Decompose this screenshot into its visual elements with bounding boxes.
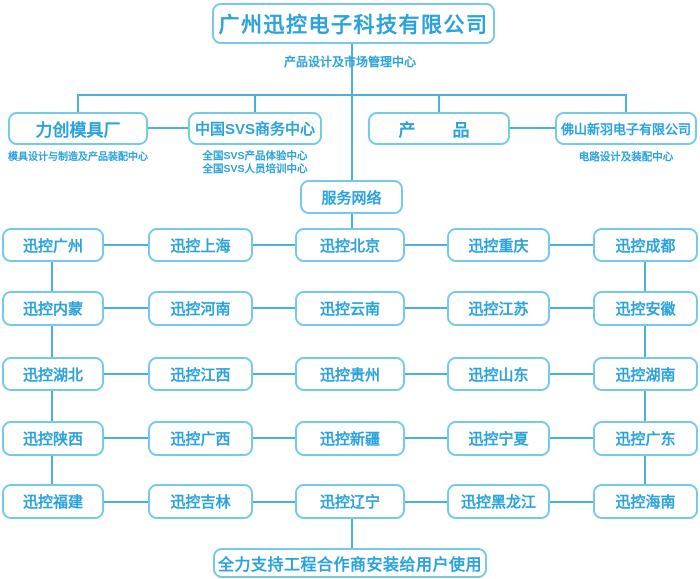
connector-col5-r4r5 bbox=[644, 456, 646, 484]
branch-mold-factory-sublabel: 模具设计与制造及产品装配中心 bbox=[0, 151, 158, 164]
org-node-hubei: 迅控湖北 bbox=[2, 357, 104, 391]
connector-branch1-branch2 bbox=[148, 127, 188, 129]
footer-slogan-box: 全力支持工程合作商安装给用户使用 bbox=[213, 548, 487, 578]
connector-drop-branch-4 bbox=[625, 94, 627, 113]
connector-col1-r1r2 bbox=[51, 262, 53, 291]
connector-drop-branch-2 bbox=[254, 94, 256, 113]
connector-branch-distribution bbox=[77, 94, 627, 96]
division-label: 产品设计及市场管理中心 bbox=[283, 55, 416, 69]
connector-col1-r4r5 bbox=[51, 456, 53, 484]
connector-r5-c4c5 bbox=[550, 501, 593, 503]
branch-svs-label: 中国SVS商务中心 bbox=[194, 121, 315, 138]
connector-r2-c2c3 bbox=[253, 307, 295, 309]
org-node-guangzhou: 迅控广州 bbox=[2, 228, 104, 262]
connector-r4-c3c4 bbox=[405, 437, 447, 439]
branch-foshan-xinyu: 佛山新羽电子有限公司 bbox=[555, 112, 697, 145]
org-node-fujian: 迅控福建 bbox=[2, 484, 104, 519]
connector-r2-c4c5 bbox=[550, 307, 593, 309]
org-node-neimeng: 迅控内蒙 bbox=[2, 291, 104, 326]
branch-mold-factory-label: 力创模具厂 bbox=[35, 121, 121, 140]
org-node-hainan: 迅控海南 bbox=[593, 484, 698, 519]
org-node-anhui: 迅控安徽 bbox=[593, 291, 698, 326]
connector-col5-r1r2 bbox=[644, 262, 646, 291]
connector-col1-r3r4 bbox=[51, 391, 53, 421]
branch-foshan-sublabel: 电路设计及装配中心 bbox=[546, 151, 700, 164]
connector-service-to-grid bbox=[351, 214, 353, 229]
service-network-box: 服务网络 bbox=[300, 180, 403, 214]
branch-mold-factory: 力创模具厂 bbox=[8, 112, 148, 145]
connector-r4-c1c2 bbox=[104, 437, 148, 439]
service-network-label: 服务网络 bbox=[321, 189, 382, 207]
org-node-jilin: 迅控吉林 bbox=[148, 484, 253, 519]
connector-r3-c1c2 bbox=[104, 373, 148, 375]
connector-r4-c2c3 bbox=[253, 437, 295, 439]
sublabel-text: 全国SVS产品体验中心 bbox=[202, 150, 308, 162]
connector-r1-c4c5 bbox=[550, 244, 593, 246]
org-node-heilongjiang: 迅控黑龙江 bbox=[447, 484, 550, 519]
connector-r3-c3c4 bbox=[405, 373, 447, 375]
connector-r2-c1c2 bbox=[104, 307, 148, 309]
connector-r5-c3c4 bbox=[405, 501, 447, 503]
connector-r5-c2c3 bbox=[253, 501, 295, 503]
connector-r1-c1c2 bbox=[104, 244, 148, 246]
branch-products: 产 品 bbox=[368, 112, 510, 145]
connector-grid-to-footer bbox=[351, 519, 353, 548]
branch-foshan-label: 佛山新羽电子有限公司 bbox=[560, 122, 691, 137]
sublabel-text: 模具设计与制造及产品装配中心 bbox=[8, 152, 148, 163]
sublabel-text: 电路设计及装配中心 bbox=[578, 151, 674, 163]
org-node-jiangxi: 迅控江西 bbox=[148, 357, 253, 391]
connector-r5-c1c2 bbox=[104, 501, 148, 503]
connector-col5-r2r3 bbox=[644, 326, 646, 357]
branch-svs-sublabels: 全国SVS产品体验中心 全国SVS人员培训中心 bbox=[175, 150, 335, 176]
org-node-chengdu: 迅控成都 bbox=[593, 228, 698, 262]
connector-branch3-branch4 bbox=[510, 127, 555, 129]
org-node-ningxia: 迅控宁夏 bbox=[447, 421, 550, 456]
connector-r3-c4c5 bbox=[550, 373, 593, 375]
org-node-hunan: 迅控湖南 bbox=[593, 357, 698, 391]
connector-col1-r2r3 bbox=[51, 326, 53, 357]
org-node-guizhou: 迅控贵州 bbox=[295, 357, 405, 391]
company-title-box: 广州迅控电子科技有限公司 bbox=[212, 3, 495, 44]
connector-r1-c3c4 bbox=[405, 244, 447, 246]
connector-r4-c4c5 bbox=[550, 437, 593, 439]
org-node-liaoning: 迅控辽宁 bbox=[295, 484, 405, 519]
footer-slogan: 全力支持工程合作商安装给用户使用 bbox=[217, 557, 482, 574]
connector-drop-branch-1 bbox=[77, 94, 79, 113]
org-node-xinjiang: 迅控新疆 bbox=[295, 421, 405, 456]
connector-r3-c2c3 bbox=[253, 373, 295, 375]
org-node-yunnan: 迅控云南 bbox=[295, 291, 405, 326]
connector-col5-r3r4 bbox=[644, 391, 646, 421]
company-title: 广州迅控电子科技有限公司 bbox=[218, 13, 489, 37]
org-node-chongqing: 迅控重庆 bbox=[447, 228, 550, 262]
connector-root-vertical bbox=[351, 44, 353, 181]
sublabel-text: 全国SVS人员培训中心 bbox=[202, 163, 308, 175]
org-node-shandong: 迅控山东 bbox=[447, 357, 550, 391]
branch-products-label: 产 品 bbox=[398, 121, 480, 140]
connector-drop-branch-3 bbox=[438, 94, 440, 113]
org-node-beijing: 迅控北京 bbox=[295, 228, 405, 262]
org-node-jiangsu: 迅控江苏 bbox=[447, 291, 550, 326]
connector-r2-c3c4 bbox=[405, 307, 447, 309]
org-node-shaanxi: 迅控陕西 bbox=[2, 421, 104, 456]
branch-svs-business-center: 中国SVS商务中心 bbox=[188, 112, 322, 145]
org-node-shanghai: 迅控上海 bbox=[148, 228, 253, 262]
org-node-henan: 迅控河南 bbox=[148, 291, 253, 326]
connector-r1-c2c3 bbox=[253, 244, 295, 246]
org-node-guangdong: 迅控广东 bbox=[593, 421, 698, 456]
org-node-guangxi: 迅控广西 bbox=[148, 421, 253, 456]
